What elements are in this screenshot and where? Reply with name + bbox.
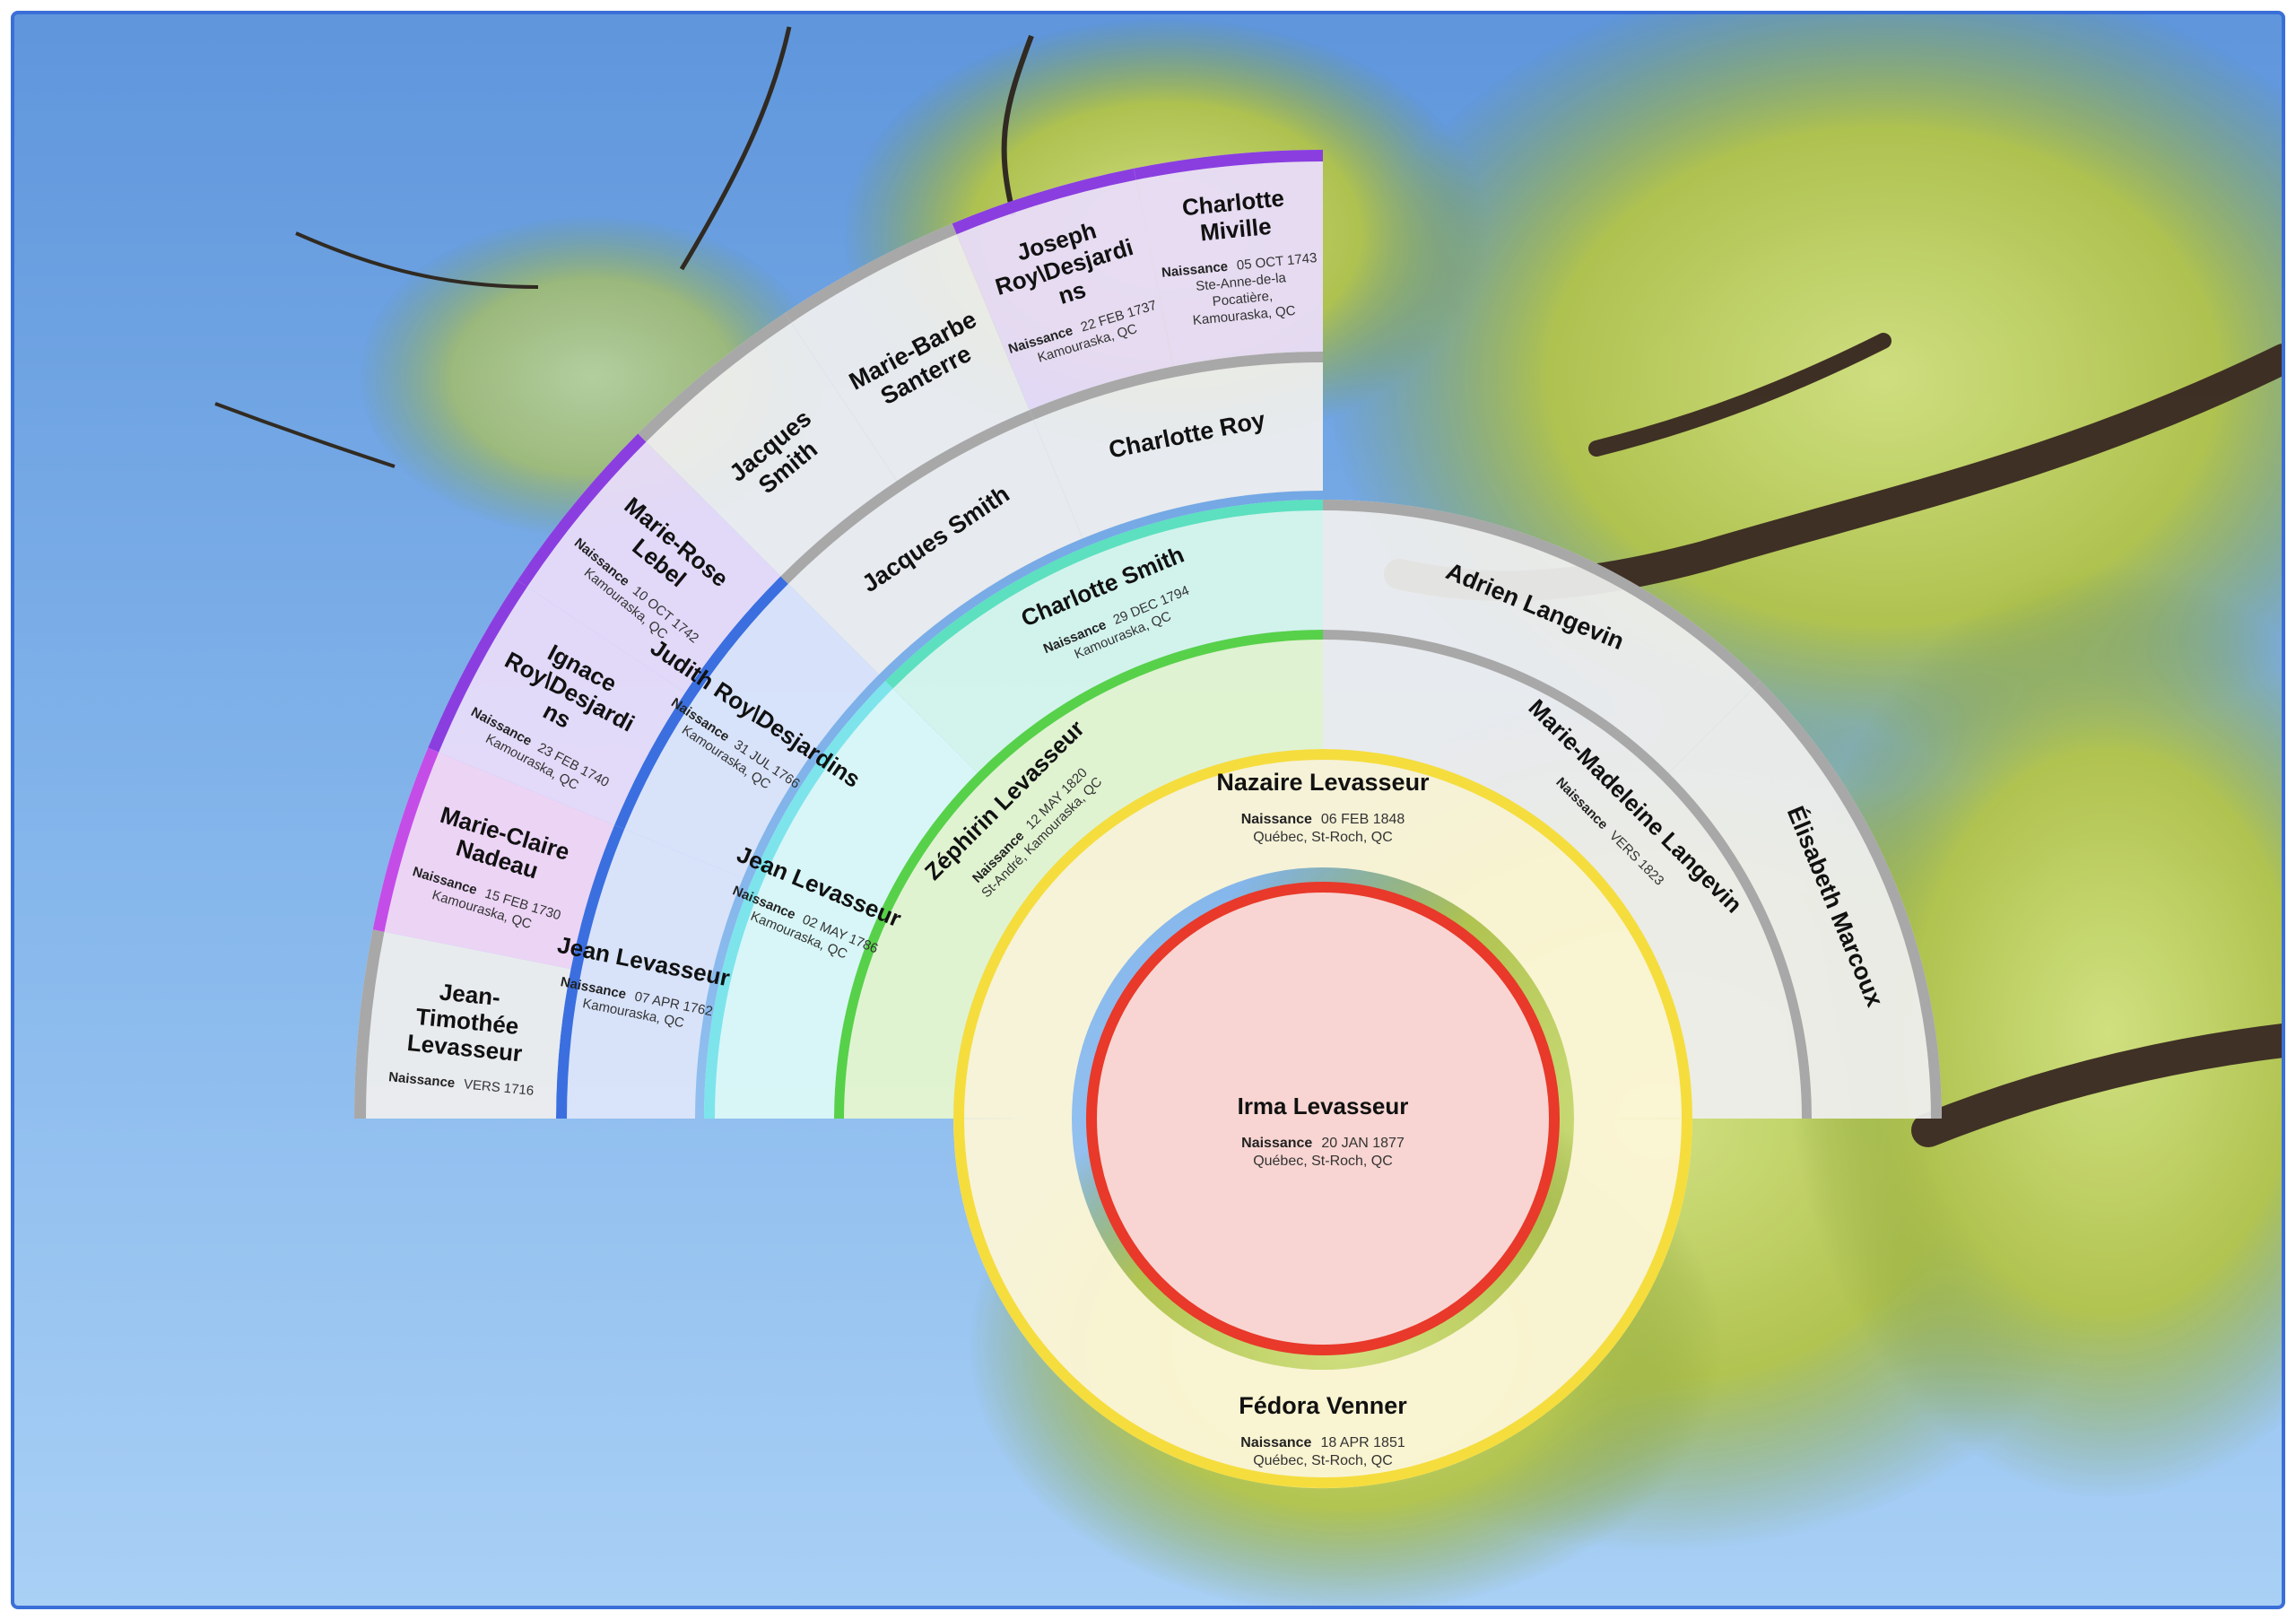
birth-place: Québec, St-Roch, QC bbox=[1253, 830, 1393, 845]
gen5-joseph-roy-segment[interactable] bbox=[952, 168, 1174, 411]
gen5-jean-timothee-levasseur-segment[interactable] bbox=[354, 929, 571, 1119]
page-frame bbox=[11, 11, 2285, 1609]
paternal-grandmother-segment[interactable] bbox=[1323, 630, 1812, 1119]
person-name: Nazaire Levasseur bbox=[1216, 769, 1430, 796]
gen4-charlotte-roy-segment[interactable] bbox=[1029, 352, 1323, 539]
gen5-marie-claire-nadeau-segment[interactable] bbox=[372, 747, 615, 970]
birth-label: Naissance bbox=[1241, 1136, 1312, 1151]
gen4-judith-roy-segment[interactable] bbox=[614, 576, 880, 879]
birth-place: Québec, St-Roch, QC bbox=[1253, 1154, 1393, 1169]
person-name: Fédora Venner bbox=[1239, 1392, 1407, 1419]
gen5-marie-claire-nadeau-color-band bbox=[372, 747, 439, 932]
birth-row: Naissance 06 FEB 1848 bbox=[1241, 812, 1405, 827]
gen4-jacques-smith-color-band bbox=[780, 410, 1034, 584]
birth-date: 06 FEB 1848 bbox=[1321, 812, 1405, 827]
gen5-jacques-smith-color-band bbox=[638, 313, 792, 442]
mother-segment[interactable] bbox=[953, 1119, 1692, 1489]
birth-place: Pocatière, bbox=[1212, 289, 1274, 310]
father-segment[interactable] bbox=[953, 748, 1692, 1119]
gen4-charlotte-roy-color-band bbox=[1029, 352, 1323, 421]
gen4-judith-roy-color-band bbox=[614, 576, 788, 830]
gen5-jean-timothee-levasseur-color-band bbox=[354, 929, 385, 1119]
birth-row: Naissance 18 APR 1851 bbox=[1240, 1435, 1405, 1450]
gen5-joseph-roy-color-band bbox=[952, 168, 1136, 235]
root-person-circle[interactable] bbox=[1086, 882, 1560, 1355]
gen5-charlotte-miville-color-band bbox=[1134, 150, 1323, 180]
gen5-ignace-roy-color-band bbox=[428, 579, 527, 753]
birth-row: Naissance 20 JAN 1877 bbox=[1241, 1136, 1405, 1151]
gen3-charlotte-smith-segment[interactable] bbox=[885, 500, 1323, 773]
parents-ring-band bbox=[953, 749, 1692, 1488]
birth-label: Naissance bbox=[1241, 812, 1312, 827]
gen4-jean-levasseur-color-band bbox=[556, 824, 625, 1119]
gen4-jacques-smith-segment[interactable] bbox=[780, 410, 1083, 675]
gen5-marie-barbe-santerre-color-band bbox=[784, 223, 957, 323]
ancestor-segments bbox=[354, 150, 1942, 1489]
gen5-charlotte-miville-segment[interactable] bbox=[1134, 150, 1323, 367]
birth-date: 20 JAN 1877 bbox=[1321, 1136, 1405, 1151]
birth-label: Naissance bbox=[1240, 1435, 1311, 1450]
person-name: Jean- bbox=[439, 978, 502, 1010]
paternal-grandfather-segment[interactable] bbox=[834, 630, 1323, 1119]
birth-date: 18 APR 1851 bbox=[1320, 1435, 1405, 1450]
gen3-jean-levasseur-segment[interactable] bbox=[704, 681, 978, 1119]
birth-place: Québec, St-Roch, QC bbox=[1253, 1453, 1393, 1468]
gen3-adrien-langevin-segment[interactable] bbox=[1323, 500, 1761, 773]
root-name: Irma Levasseur bbox=[1238, 1093, 1409, 1119]
gen5-marie-rose-lebel-color-band bbox=[517, 433, 647, 588]
gen4-jean-levasseur-segment[interactable] bbox=[556, 824, 744, 1119]
gen3-elisabeth-marcoux-segment[interactable] bbox=[1668, 681, 1942, 1119]
